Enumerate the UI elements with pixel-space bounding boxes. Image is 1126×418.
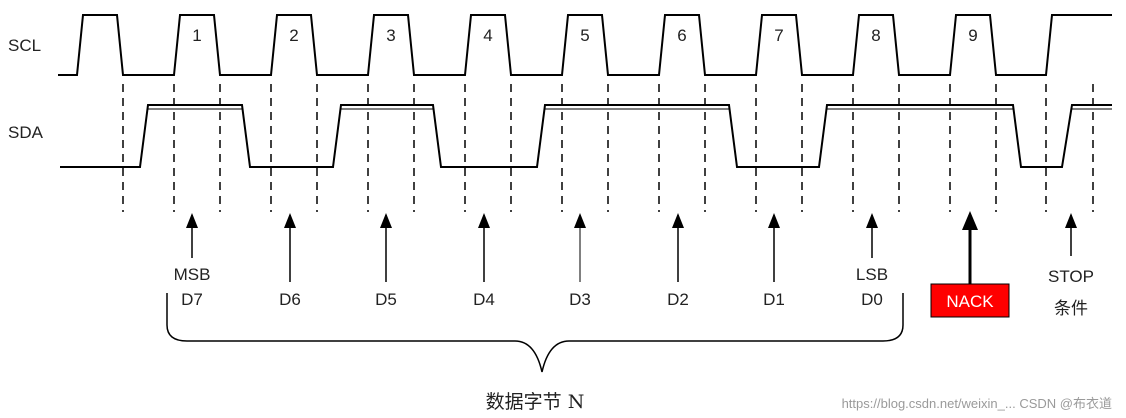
clock-numbers: 1 2 3 4 5 6 7 8 9 xyxy=(192,26,977,45)
bit-label: D6 xyxy=(279,290,301,309)
clock-number: 3 xyxy=(386,26,395,45)
sample-arrows xyxy=(186,211,1077,284)
scl-label: SCL xyxy=(8,36,41,55)
bit-labels: MSB D7 D6 D5 D4 D3 D2 D1 LSB D0 xyxy=(174,265,888,309)
arrow-head-icon xyxy=(478,213,490,228)
arrow-head-icon xyxy=(1065,213,1077,228)
arrow-head-icon xyxy=(866,213,878,228)
sda-waveform xyxy=(60,104,1112,168)
sda-label: SDA xyxy=(8,123,44,142)
bit-label: D2 xyxy=(667,290,689,309)
clock-number: 4 xyxy=(483,26,492,45)
timing-markers xyxy=(122,84,1094,212)
arrow-head-icon xyxy=(186,213,198,228)
clock-number: 2 xyxy=(289,26,298,45)
stop-condition-label: 条件 xyxy=(1054,299,1088,318)
data-byte-caption: 数据字节 N xyxy=(486,391,585,413)
bit-label: D3 xyxy=(569,290,591,309)
clock-number: 9 xyxy=(968,26,977,45)
arrow-head-icon xyxy=(768,213,780,228)
clock-number: 5 xyxy=(580,26,589,45)
watermark: https://blog.csdn.net/weixin_... CSDN @布… xyxy=(842,396,1112,411)
bit-label-lsb: LSB xyxy=(856,265,888,284)
arrow-head-icon xyxy=(672,213,684,228)
bit-label-msb: MSB xyxy=(174,265,211,284)
bit-label: D5 xyxy=(375,290,397,309)
arrow-head-icon xyxy=(574,213,586,228)
clock-number: 7 xyxy=(774,26,783,45)
clock-number: 1 xyxy=(192,26,201,45)
data-byte-brace xyxy=(166,293,904,373)
clock-number: 8 xyxy=(871,26,880,45)
scl-waveform xyxy=(58,14,1112,76)
bit-label: D1 xyxy=(763,290,785,309)
clock-number: 6 xyxy=(677,26,686,45)
bit-label: D4 xyxy=(473,290,495,309)
bit-label: D0 xyxy=(861,290,883,309)
nack-label: NACK xyxy=(946,292,994,311)
arrow-head-icon xyxy=(962,211,978,230)
stop-label: STOP xyxy=(1048,267,1094,286)
arrow-head-icon xyxy=(284,213,296,228)
nack-box xyxy=(930,283,1010,318)
arrow-head-icon xyxy=(380,213,392,228)
bit-label: D7 xyxy=(181,290,203,309)
